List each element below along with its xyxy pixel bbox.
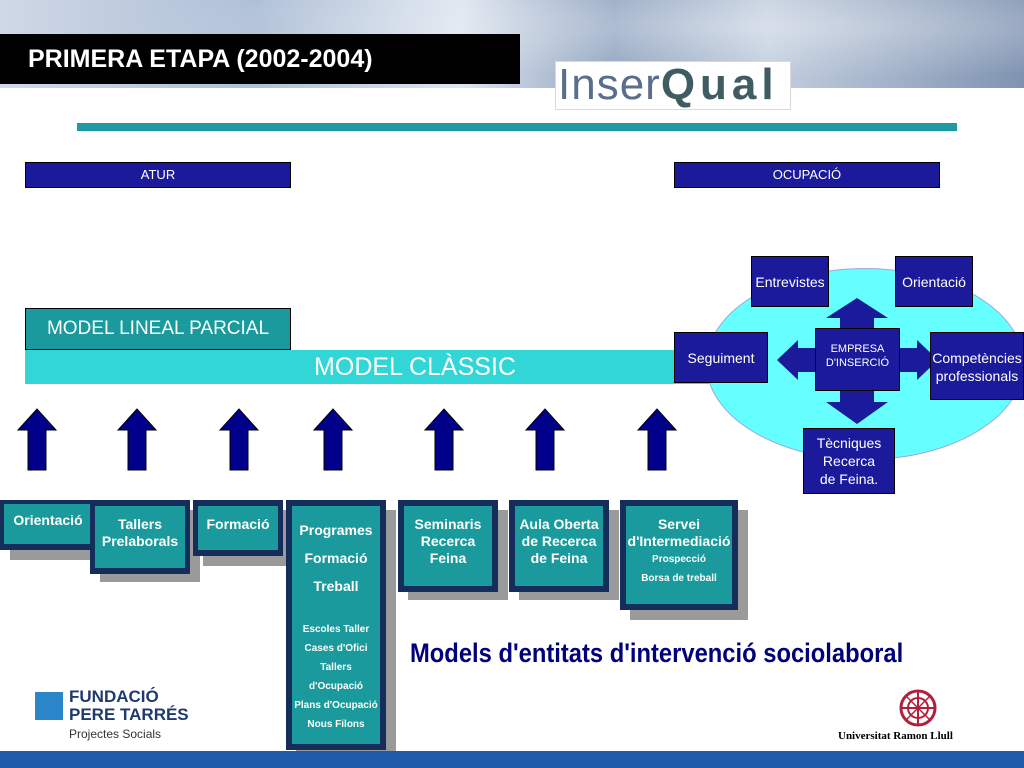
tecniques-line3: de Feina.	[819, 471, 879, 487]
programes-item: Cases d'Ofici	[304, 643, 368, 654]
competencies-line2: professionals	[935, 368, 1019, 384]
model-lineal-parcial: MODEL LINEAL PARCIAL	[25, 308, 291, 350]
seminaris-line2: Recerca	[420, 533, 476, 549]
service-programes: Programes Formació Treball Escoles Talle…	[286, 500, 398, 762]
servei-line2: d'Intermediació	[627, 533, 731, 549]
service-formacio: Formació	[193, 500, 293, 568]
university-emblem-icon	[899, 689, 937, 727]
service-orientacio: Orientació	[0, 500, 110, 560]
programes-line2: Formació	[304, 550, 368, 566]
inserqual-logo-box	[555, 61, 791, 110]
diagram-caption: Models d'entitats d'intervenció sociolab…	[410, 638, 904, 668]
up-arrow-6	[524, 408, 566, 471]
title-bar	[0, 34, 520, 84]
arrow-up-to-entrevistes	[826, 298, 888, 328]
aula-line3: de Feina	[530, 550, 588, 566]
up-arrow-2	[116, 408, 158, 471]
arrow-down-to-tecniques	[826, 391, 888, 424]
programes-item: Escoles Taller	[302, 624, 370, 635]
aula-line2: de Recerca	[521, 533, 597, 549]
atur-label: ATUR	[25, 162, 291, 188]
tallers-line1: Tallers	[117, 516, 163, 532]
fpt-line1: FUNDACIÓ	[69, 687, 159, 706]
logo-part-qual: Qual	[660, 60, 779, 109]
programes-line3: Treball	[313, 578, 359, 594]
header-divider	[77, 123, 957, 131]
fundacio-logo-square	[35, 692, 63, 720]
seminaris-line1: Seminaris	[414, 516, 482, 532]
up-arrow-5	[423, 408, 465, 471]
tecniques-line1: Tècniques	[816, 435, 882, 451]
university-name: Universitat Ramon Llull	[838, 730, 953, 742]
footer-bar	[0, 751, 1024, 768]
entrevistes-box: Entrevistes	[751, 256, 829, 307]
tecniques-box: Tècniques Recerca de Feina.	[803, 428, 895, 494]
fundacio-logo-sub: Projectes Socials	[69, 727, 162, 741]
tallers-line2: Prelaborals	[101, 533, 179, 549]
fundacio-logo-name: FUNDACIÓ PERE TARRÉS	[69, 688, 189, 724]
service-seminaris: Seminaris Recerca Feina	[398, 500, 510, 602]
up-arrow-4	[312, 408, 354, 471]
programes-line1: Programes	[299, 522, 373, 538]
up-arrow-1	[16, 408, 58, 471]
programes-item: Tallers d'Ocupació	[308, 662, 364, 692]
arrow-right-to-competencies	[900, 340, 938, 380]
service-formacio-label: Formació	[198, 506, 278, 550]
model-classic-band: MODEL CLÀSSIC	[25, 350, 715, 384]
service-servei-intermediacio: Servei d'Intermediació Prospecció Borsa …	[620, 500, 750, 622]
logo-part-inser: Inser	[558, 60, 661, 109]
competencies-box: Competències professionals	[930, 332, 1024, 400]
slide-title: PRIMERA ETAPA (2002-2004)	[28, 45, 373, 73]
up-arrow-7	[636, 408, 678, 471]
orientacio-cycle-box: Orientació	[895, 256, 973, 307]
competencies-line1: Competències	[932, 350, 1022, 366]
seguiment-box: Seguiment	[674, 332, 768, 383]
programes-item: Nous Filons	[307, 719, 365, 730]
service-tallers: Tallers Prelaborals	[90, 500, 202, 585]
up-arrow-3	[218, 408, 260, 471]
empresa-insercio-box: EMPRESA D'INSERCIÓ	[815, 328, 900, 391]
empresa-line2: D'INSERCIÓ	[825, 357, 890, 369]
service-aula-oberta: Aula Oberta de Recerca de Feina	[509, 500, 621, 602]
seminaris-line3: Feina	[429, 550, 467, 566]
servei-item: Borsa de treball	[641, 573, 717, 584]
programes-item: Plans d'Ocupació	[294, 700, 378, 711]
inserqual-logo: InserQual	[558, 60, 779, 110]
aula-line1: Aula Oberta	[519, 516, 599, 532]
arrow-left-to-seguiment	[777, 340, 815, 380]
empresa-line1: EMPRESA	[830, 343, 885, 355]
service-orientacio-label: Orientació	[4, 504, 92, 544]
servei-item: Prospecció	[652, 554, 706, 565]
model-classic-label: MODEL CLÀSSIC	[314, 353, 516, 381]
tecniques-line2: Recerca	[822, 453, 876, 469]
fpt-line2: PERE TARRÉS	[69, 705, 189, 724]
ocupacio-label: OCUPACIÓ	[674, 162, 940, 188]
servei-line1: Servei	[657, 516, 701, 532]
